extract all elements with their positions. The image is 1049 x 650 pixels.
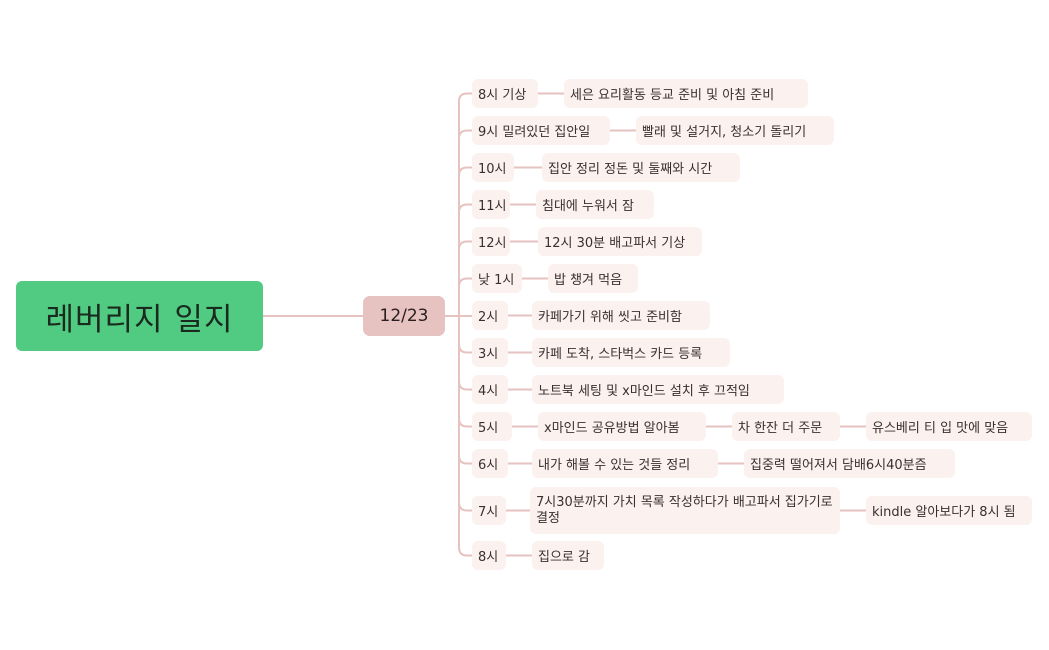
- time-topic-label: 낮 1시: [478, 273, 515, 288]
- time-topic-label: 8시 기상: [478, 88, 527, 103]
- root-topic-label: 레버리지 일지: [45, 301, 234, 338]
- time-topic-label: 10시: [478, 162, 507, 177]
- time-topic[interactable]: 6시: [472, 449, 508, 478]
- activity-topic[interactable]: 집으로 감: [532, 541, 604, 570]
- time-topic[interactable]: 12시: [472, 227, 510, 256]
- activity-topic-label: 노트북 세팅 및 x마인드 설치 후 끄적임: [538, 384, 750, 399]
- time-topic-label: 2시: [478, 310, 499, 325]
- time-topic[interactable]: 7시: [472, 496, 506, 525]
- activity-topic-label: x마인드 공유방법 알아봄: [544, 421, 680, 436]
- time-topic[interactable]: 8시 기상: [472, 79, 538, 108]
- time-topic-label: 6시: [478, 458, 499, 473]
- activity-topic[interactable]: 침대에 누워서 잠: [536, 190, 654, 219]
- activity-topic-label: 차 한잔 더 주문: [738, 421, 823, 436]
- activity-topic-label: 밥 챙겨 먹음: [554, 273, 623, 288]
- time-topic-label: 8시: [478, 550, 499, 565]
- activity-topic-label: 12시 30분 배고파서 기상: [544, 236, 686, 251]
- time-topic[interactable]: 낮 1시: [472, 264, 522, 293]
- activity-topic[interactable]: 12시 30분 배고파서 기상: [538, 227, 702, 256]
- time-topic[interactable]: 10시: [472, 153, 514, 182]
- activity-topic-label: 세은 요리활동 등교 준비 및 아침 준비: [570, 88, 775, 103]
- time-topic-label: 7시: [478, 505, 499, 520]
- activity-topic[interactable]: 유스베리 티 입 맛에 맞음: [866, 412, 1032, 441]
- activity-topic-label: 내가 해볼 수 있는 것들 정리: [538, 458, 691, 473]
- activity-topic-label: 유스베리 티 입 맛에 맞음: [872, 421, 1009, 436]
- activity-topic-label: 침대에 누워서 잠: [542, 199, 634, 214]
- date-to-time-connector: [445, 166, 472, 317]
- activity-topic[interactable]: 밥 챙겨 먹음: [548, 264, 638, 293]
- activity-topic-label: 7시30분까지 가치 목록 작성하다가 배고파서 집가기로 결정: [536, 494, 833, 526]
- time-topic[interactable]: 2시: [472, 301, 508, 330]
- date-to-time-connector: [445, 203, 472, 317]
- activity-topic-label: 집안 정리 정돈 및 둘째와 시간: [548, 162, 713, 177]
- activity-topic[interactable]: 차 한잔 더 주문: [732, 412, 840, 441]
- date-to-time-connector: [445, 277, 472, 317]
- activity-topic-label: 집으로 감: [538, 550, 590, 565]
- date-to-time-connector: [445, 315, 472, 557]
- activity-topic[interactable]: 카페가기 위해 씻고 준비함: [532, 301, 710, 330]
- activity-topic-label: kindle 알아보다가 8시 됨: [872, 505, 1016, 520]
- time-topic-label: 4시: [478, 384, 499, 399]
- time-topic[interactable]: 5시: [472, 412, 512, 441]
- activity-topic[interactable]: 7시30분까지 가치 목록 작성하다가 배고파서 집가기로 결정: [530, 487, 840, 534]
- date-to-time-connector: [445, 129, 472, 317]
- activity-topic[interactable]: x마인드 공유방법 알아봄: [538, 412, 706, 441]
- time-topic-label: 9시 밀려있던 집안일: [478, 125, 591, 140]
- activity-topic[interactable]: 집중력 떨어져서 담배6시40분즘: [744, 449, 955, 478]
- activity-topic-label: 빨래 및 설거지, 청소기 돌리기: [642, 125, 807, 140]
- activity-topic[interactable]: 내가 해볼 수 있는 것들 정리: [532, 449, 718, 478]
- activity-topic[interactable]: 집안 정리 정돈 및 둘째와 시간: [542, 153, 740, 182]
- activity-topic[interactable]: 세은 요리활동 등교 준비 및 아침 준비: [564, 79, 808, 108]
- activity-topic[interactable]: 카페 도착, 스타벅스 카드 등록: [532, 338, 730, 367]
- time-topic-label: 11시: [478, 199, 507, 214]
- time-topic[interactable]: 8시: [472, 541, 506, 570]
- date-to-time-connector: [445, 92, 472, 317]
- activity-topic-label: 카페 도착, 스타벅스 카드 등록: [538, 347, 703, 362]
- date-topic-label: 12/23: [379, 306, 429, 326]
- time-topic[interactable]: 3시: [472, 338, 508, 367]
- activity-topic[interactable]: 빨래 및 설거지, 청소기 돌리기: [636, 116, 834, 145]
- activity-topic-label: 집중력 떨어져서 담배6시40분즘: [750, 458, 927, 473]
- time-topic[interactable]: 4시: [472, 375, 508, 404]
- root-topic[interactable]: 레버리지 일지: [16, 281, 263, 351]
- time-topic-label: 5시: [478, 421, 499, 436]
- activity-topic[interactable]: 노트북 세팅 및 x마인드 설치 후 끄적임: [532, 375, 784, 404]
- time-topic-label: 12시: [478, 236, 507, 251]
- time-topic[interactable]: 9시 밀려있던 집안일: [472, 116, 610, 145]
- date-topic[interactable]: 12/23: [363, 296, 445, 336]
- time-topic-label: 3시: [478, 347, 499, 362]
- time-topic[interactable]: 11시: [472, 190, 510, 219]
- activity-topic-label: 카페가기 위해 씻고 준비함: [538, 310, 682, 325]
- activity-topic[interactable]: kindle 알아보다가 8시 됨: [866, 496, 1032, 525]
- date-to-time-connector: [445, 240, 472, 317]
